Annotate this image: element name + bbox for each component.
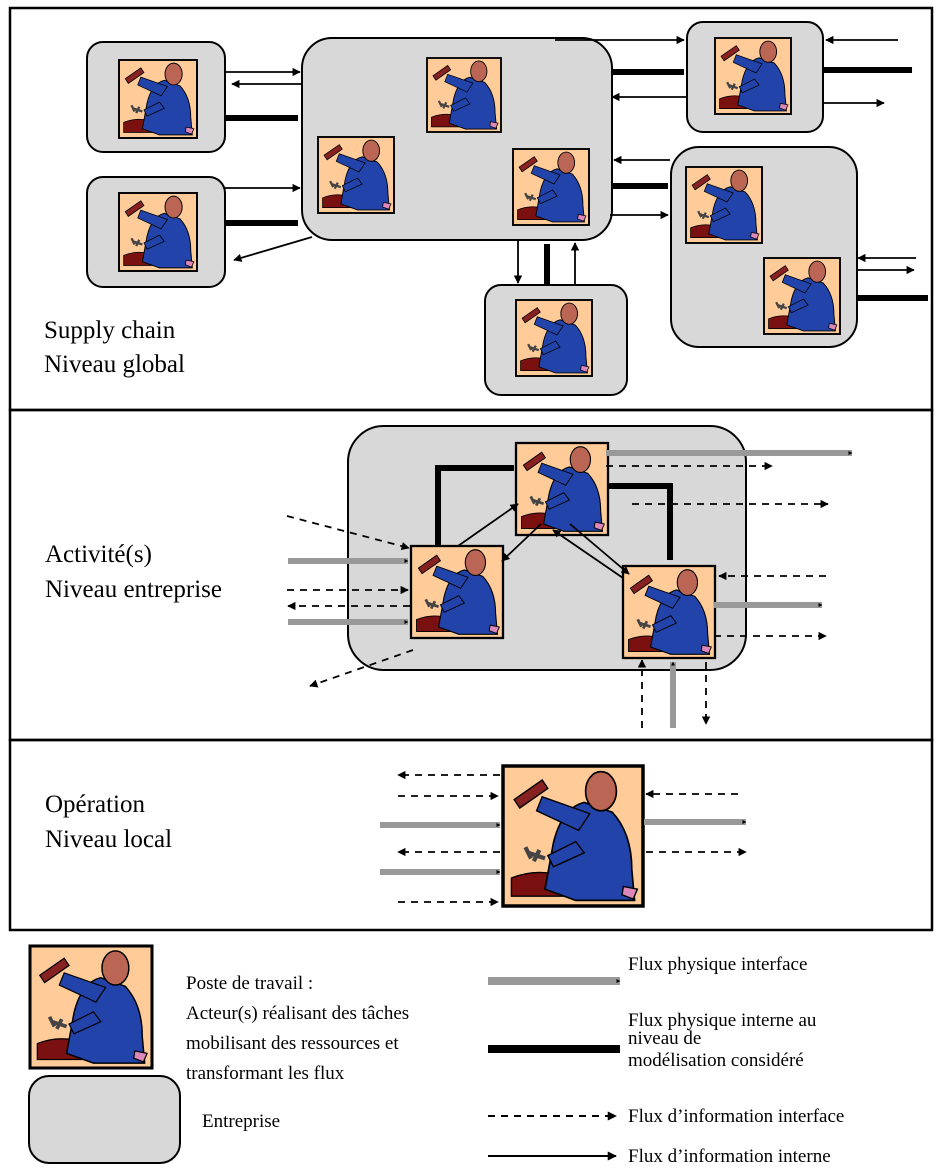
local-label-line1: Opération bbox=[45, 791, 145, 818]
enterprise-level-group bbox=[286, 425, 853, 728]
global-label-line2: Niveau global bbox=[44, 351, 185, 378]
legend-group bbox=[28, 944, 621, 1164]
physical-flow-arrows bbox=[226, 67, 929, 301]
worker-workstation-icon bbox=[684, 165, 764, 245]
legend-workstation-line3: mobilisant des ressources et bbox=[186, 1033, 399, 1054]
worker-workstation-icon bbox=[514, 441, 610, 537]
enterprise-label-line1: Activité(s) bbox=[45, 541, 152, 568]
legend-flux-physique-interne-line1: Flux physique interne au bbox=[628, 1010, 817, 1031]
worker-workstation-icon bbox=[316, 135, 396, 215]
worker-workstation-icon bbox=[117, 191, 199, 273]
worker-workstation-icon bbox=[621, 564, 717, 660]
worker-workstation-icon bbox=[514, 298, 594, 378]
info-flow-arrows bbox=[225, 35, 916, 286]
worker-workstation-icon bbox=[28, 944, 154, 1070]
legend-flux-physique-interne-line3: modélisation considéré bbox=[628, 1050, 804, 1071]
legend-workstation-line1: Poste de travail : bbox=[186, 973, 313, 994]
physical-interface-arrows bbox=[380, 819, 747, 875]
legend-enterprise-label: Entreprise bbox=[202, 1111, 280, 1132]
legend-workstation-line2: Acteur(s) réalisant des tâches bbox=[186, 1003, 409, 1024]
worker-workstation-icon bbox=[511, 147, 591, 227]
worker-workstation-icon bbox=[762, 256, 842, 336]
legend-flux-info-interne: Flux d’information interne bbox=[628, 1146, 831, 1167]
local-level-group bbox=[380, 766, 747, 907]
local-label-line2: Niveau local bbox=[45, 826, 172, 853]
physical-interface-arrows bbox=[288, 450, 853, 728]
legend-flux-physique-interne-line2: niveau de bbox=[628, 1028, 701, 1049]
global-label-line1: Supply chain bbox=[44, 317, 176, 344]
worker-workstation-icon bbox=[117, 58, 199, 140]
worker-workstation-icon bbox=[713, 36, 793, 116]
legend-workstation-line4: transformant les flux bbox=[186, 1063, 345, 1084]
legend-flux-physique-interface: Flux physique interface bbox=[628, 954, 807, 975]
worker-workstation-icon bbox=[503, 766, 643, 906]
legend-enterprise-swatch bbox=[28, 1075, 181, 1164]
physical-internal-arrows bbox=[435, 465, 673, 561]
worker-workstation-icon bbox=[409, 544, 505, 640]
info-interface-arrows bbox=[397, 770, 747, 907]
section-local-frame bbox=[8, 738, 934, 932]
info-internal-arrows bbox=[457, 503, 630, 579]
legend-flux-info-interface: Flux d’information interface bbox=[628, 1106, 844, 1127]
info-interface-arrows bbox=[286, 461, 829, 728]
worker-workstation-icon bbox=[425, 56, 503, 134]
global-level-group bbox=[86, 21, 929, 396]
enterprise-label-line2: Niveau entreprise bbox=[45, 576, 222, 603]
